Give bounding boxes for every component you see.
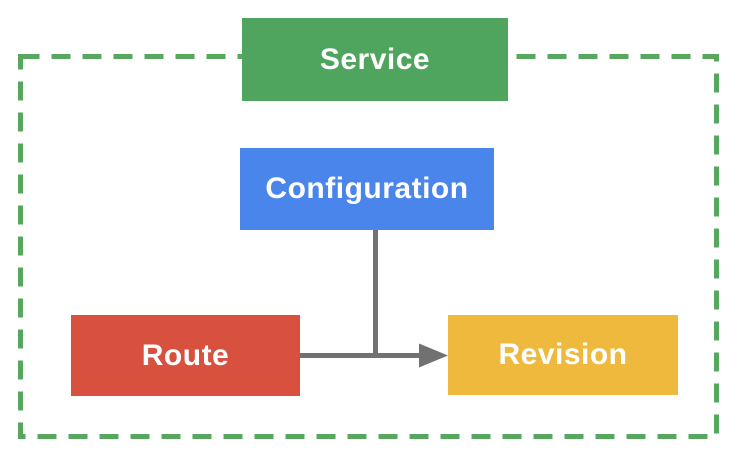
arrowhead-icon [419,343,448,368]
node-service-label: Service [319,42,431,76]
node-service: Service [242,18,508,101]
node-route: Route [71,315,300,396]
node-configuration-label: Configuration [265,172,469,205]
node-revision-label: Revision [498,338,628,371]
node-route-label: Route [141,338,230,372]
node-revision: Revision [448,315,678,395]
node-configuration: Configuration [240,148,494,230]
